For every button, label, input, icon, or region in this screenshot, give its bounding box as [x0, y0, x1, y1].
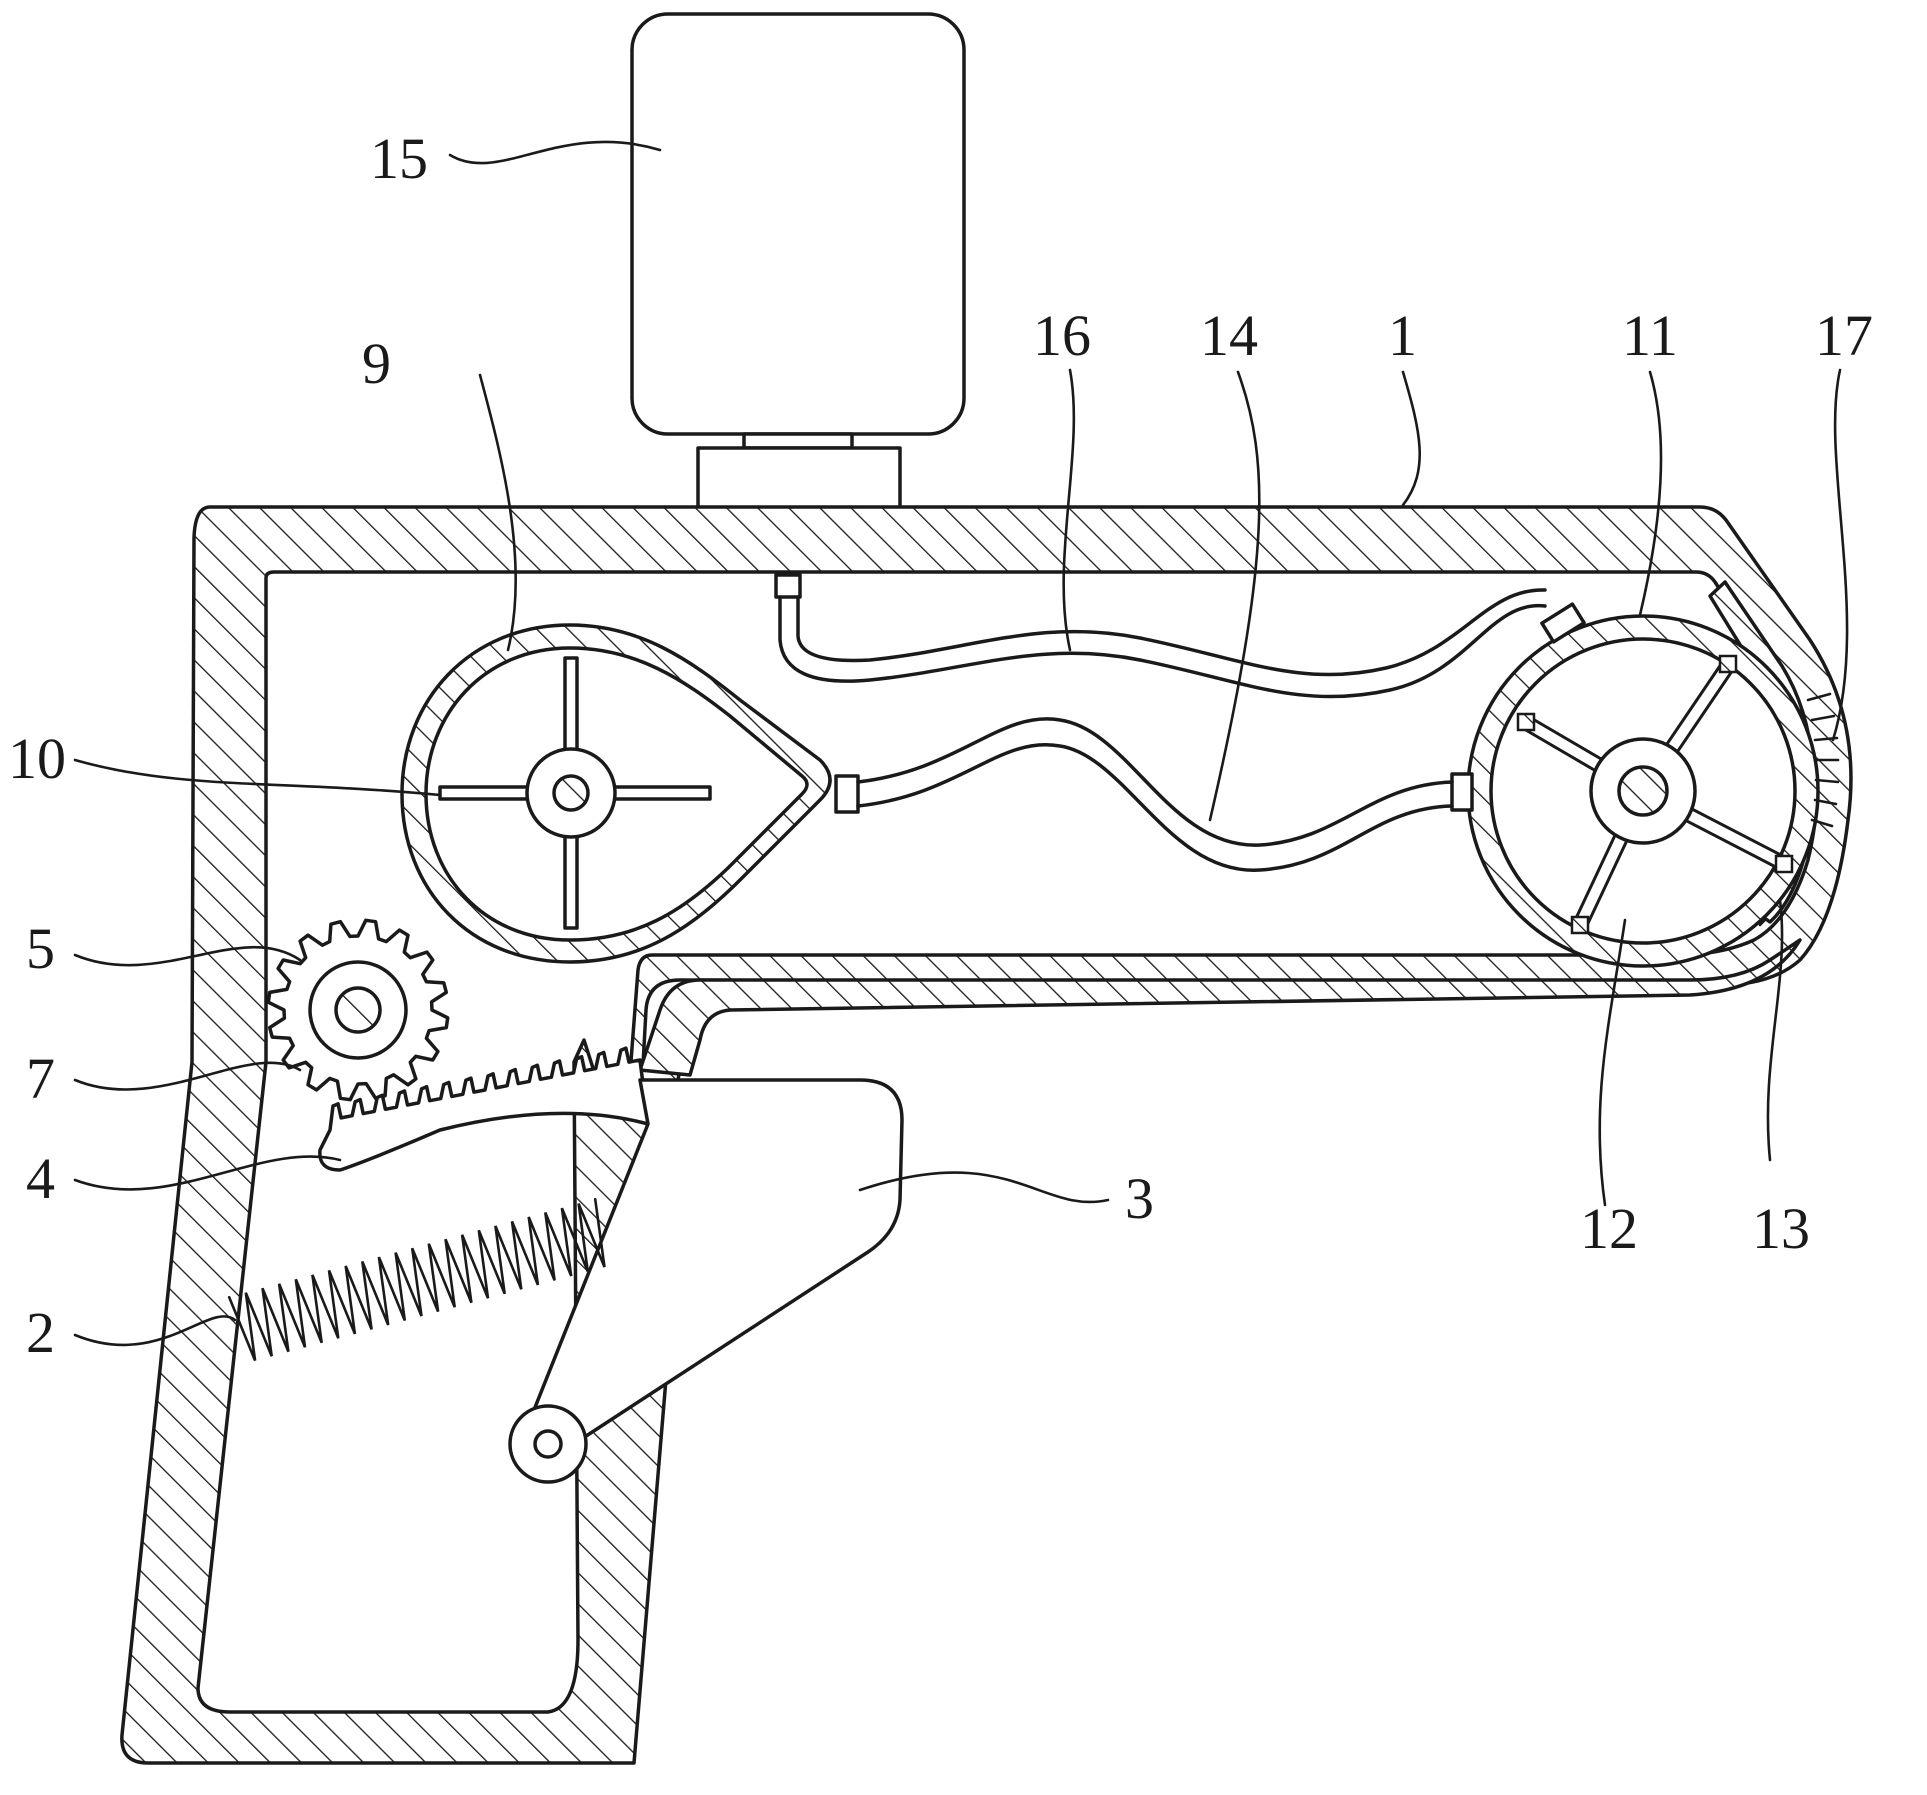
label-13: 13 [1752, 1196, 1810, 1261]
label-11: 11 [1622, 303, 1678, 368]
trigger [320, 1048, 902, 1482]
pump-chamber [402, 625, 858, 962]
label-12: 12 [1580, 1196, 1638, 1261]
label-14: 14 [1200, 303, 1258, 368]
label-17: 17 [1815, 303, 1873, 368]
reservoir-tank [632, 14, 964, 508]
label-3: 3 [1125, 1166, 1154, 1231]
return-spring [229, 1199, 604, 1360]
label-10: 10 [8, 726, 66, 791]
hose-16 [776, 575, 1545, 697]
label-5: 5 [26, 916, 55, 981]
label-9: 9 [362, 331, 391, 396]
label-7: 7 [26, 1046, 55, 1111]
label-4: 4 [26, 1146, 55, 1211]
label-1: 1 [1388, 303, 1417, 368]
pump-impeller [440, 658, 710, 928]
drive-gear [268, 920, 447, 1099]
label-2: 2 [26, 1300, 55, 1365]
hose-14 [858, 719, 1452, 870]
label-15: 15 [370, 126, 428, 191]
label-16: 16 [1033, 303, 1091, 368]
